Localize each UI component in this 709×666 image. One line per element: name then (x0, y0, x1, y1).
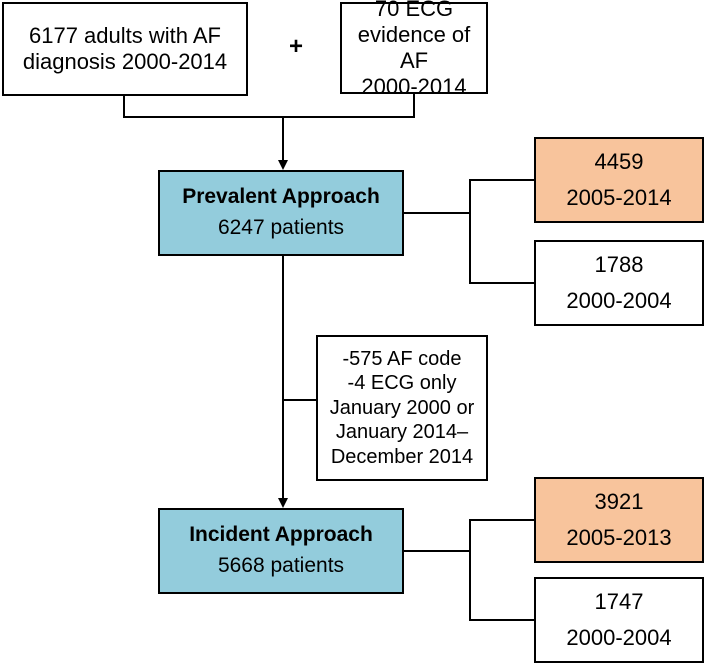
exclusion-line2: -4 ECG only (347, 372, 457, 395)
exclusion-line3: January 2000 or (329, 396, 475, 419)
prevalent-approach-box: Prevalent Approach 6247 patients (158, 170, 404, 256)
sources-merge-line (123, 94, 415, 118)
prevalent-early-years: 2000-2004 (566, 288, 672, 313)
incident-split-bracket (469, 519, 534, 621)
ecg-source-line1: 70 ECG (374, 0, 454, 22)
ecg-source-line3: 2000-2014 (361, 73, 467, 99)
prevalent-recent-box: 4459 2005-2014 (534, 137, 704, 223)
prevalent-early-count: 1788 (594, 252, 644, 277)
exclusion-line1: -575 AF code (342, 348, 462, 371)
prevalent-count: 6247 patients (217, 216, 345, 239)
prevalent-early-box: 1788 2000-2004 (534, 240, 704, 326)
incident-early-count: 1747 (594, 589, 644, 614)
prevalent-split-bracket (469, 179, 534, 284)
ecg-source-box: 70 ECG evidence of AF 2000-2014 (340, 0, 488, 99)
ehr-source-line1: 6177 adults with AF (28, 23, 221, 49)
prevalent-recent-years: 2005-2014 (566, 185, 672, 210)
prevalent-recent-count: 4459 (594, 149, 644, 174)
exclusion-box: -575 AF code -4 ECG only January 2000 or… (316, 335, 488, 481)
incident-approach-box: Incident Approach 5668 patients (158, 508, 404, 594)
prevalent-title: Prevalent Approach (182, 185, 380, 209)
incident-count: 5668 patients (217, 554, 345, 577)
incident-recent-years: 2005-2013 (566, 525, 672, 550)
incident-title: Incident Approach (189, 523, 373, 547)
incident-recent-box: 3921 2005-2013 (534, 477, 704, 563)
incident-early-years: 2000-2004 (566, 625, 672, 650)
plus-sign: + (289, 33, 304, 60)
incident-early-box: 1747 2000-2004 (534, 577, 704, 663)
ehr-source-line2: diagnosis 2000-2014 (22, 49, 228, 74)
incident-recent-count: 3921 (594, 489, 644, 514)
exclusion-line4: January 2014– (335, 421, 469, 444)
exclusion-line5: December 2014 (330, 445, 474, 468)
ehr-source-box: 6177 adults with AF diagnosis 2000-2014 (2, 2, 248, 96)
ecg-source-line2: evidence of AF (357, 22, 471, 73)
